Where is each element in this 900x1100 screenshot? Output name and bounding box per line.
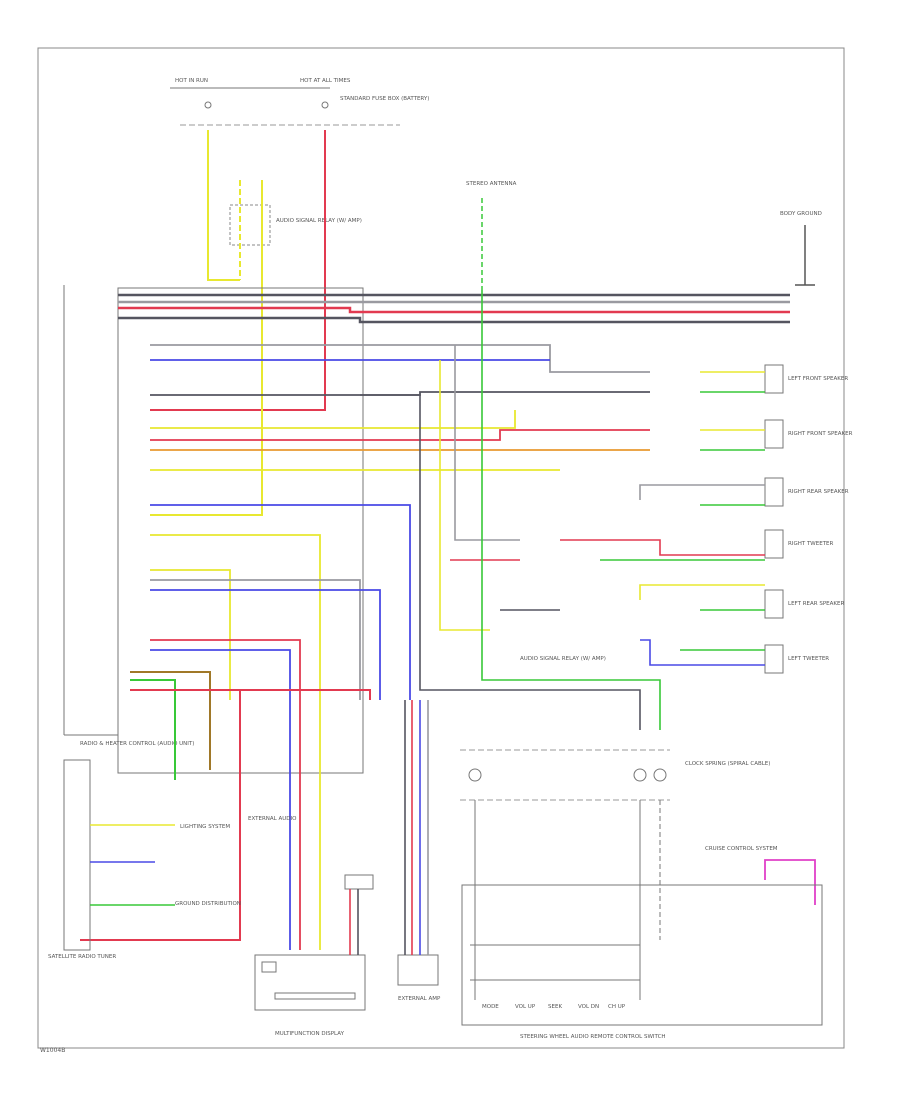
fuse-label-center: HOT AT ALL TIMES (300, 78, 351, 84)
switch-vol-up: VOL UP (515, 1004, 536, 1010)
fuse-section: HOT IN RUN HOT AT ALL TIMES STANDARD FUS… (170, 78, 429, 126)
tweeter-r: RIGHT TWEETER (560, 529, 834, 561)
body-ground: BODY GROUND (780, 211, 822, 286)
speaker-rr: RIGHT REAR SPEAKER (639, 477, 849, 507)
audio-relay-label: AUDIO SIGNAL RELAY (W/ AMP) (276, 218, 362, 224)
external-amp-label: EXTERNAL AMP (398, 996, 441, 1002)
speaker-lr: LEFT REAR SPEAKER (639, 584, 844, 619)
antenna-top: STEREO ANTENNA (466, 181, 517, 290)
radio-unit-label: RADIO & HEATER CONTROL (AUDIO UNIT) (80, 741, 194, 747)
external-amp: EXTERNAL AMP (397, 700, 441, 1002)
steering-switch-label: STEERING WHEEL AUDIO REMOTE CONTROL SWIT… (520, 1034, 666, 1040)
fuse-icon-left (204, 101, 212, 109)
switch-seek: SEEK (548, 1004, 562, 1010)
footer-code: W1004B (40, 1047, 65, 1054)
audio-relay: AUDIO SIGNAL RELAY (W/ AMP) (229, 204, 362, 246)
ground-label: BODY GROUND (780, 211, 822, 217)
ground-dist-label: GROUND DISTRIBUTION (175, 901, 241, 907)
switch-vol-dn: VOL DN (578, 1004, 599, 1010)
tweeter-l: LEFT TWEETER (640, 639, 829, 674)
pink-wire (764, 859, 816, 905)
lower-loop (80, 671, 371, 941)
speaker-rf: RIGHT FRONT SPEAKER (700, 419, 853, 451)
satellite-wires (90, 824, 175, 906)
fuse-box-label: STANDARD FUSE BOX (BATTERY) (340, 96, 429, 102)
feeder-wires (150, 130, 326, 516)
diagram-border (37, 47, 845, 1049)
external-unit-label: EXTERNAL AUDIO (248, 816, 297, 822)
display-unit: MULTIFUNCTION DISPLAY (254, 874, 374, 1037)
display-label: MULTIFUNCTION DISPLAY (275, 1031, 345, 1037)
svg-text:CLOCK SPRING (SPIRAL CABLE): CLOCK SPRING (SPIRAL CABLE) (685, 761, 770, 767)
svg-text:LEFT FRONT SPEAKER: LEFT FRONT SPEAKER (788, 376, 848, 382)
switch-mode: MODE (482, 1004, 499, 1010)
speaker-wires (150, 344, 650, 950)
satellite-tuner-box (63, 759, 91, 951)
right-wires (360, 290, 661, 730)
steering-switch: MODE VOL UP SEEK VOL DN CH UP STEERING W… (461, 800, 823, 1040)
satellite-tuner-label: SATELLITE RADIO TUNER (48, 954, 116, 960)
antenna-label: STEREO ANTENNA (466, 181, 517, 187)
cruise-label: CRUISE CONTROL SYSTEM (705, 846, 778, 852)
svg-text:RIGHT REAR SPEAKER: RIGHT REAR SPEAKER (788, 489, 849, 495)
svg-text:LEFT REAR SPEAKER: LEFT REAR SPEAKER (788, 601, 844, 607)
fuse-icon-center (321, 101, 329, 109)
speaker-lf: LEFT FRONT SPEAKER (700, 364, 848, 394)
clock-spring: CLOCK SPRING (SPIRAL CABLE) (460, 749, 770, 801)
audio-relay-label-2: AUDIO SIGNAL RELAY (W/ AMP) (520, 656, 606, 662)
svg-text:LEFT TWEETER: LEFT TWEETER (788, 656, 829, 662)
main-harness (118, 293, 790, 324)
svg-text:RIGHT FRONT SPEAKER: RIGHT FRONT SPEAKER (788, 431, 853, 437)
fuse-label-left: HOT IN RUN (175, 78, 208, 84)
svg-text:RIGHT TWEETER: RIGHT TWEETER (788, 541, 834, 547)
switch-ch-up: CH UP (608, 1004, 626, 1010)
lighting-label: LIGHTING SYSTEM (180, 824, 230, 830)
